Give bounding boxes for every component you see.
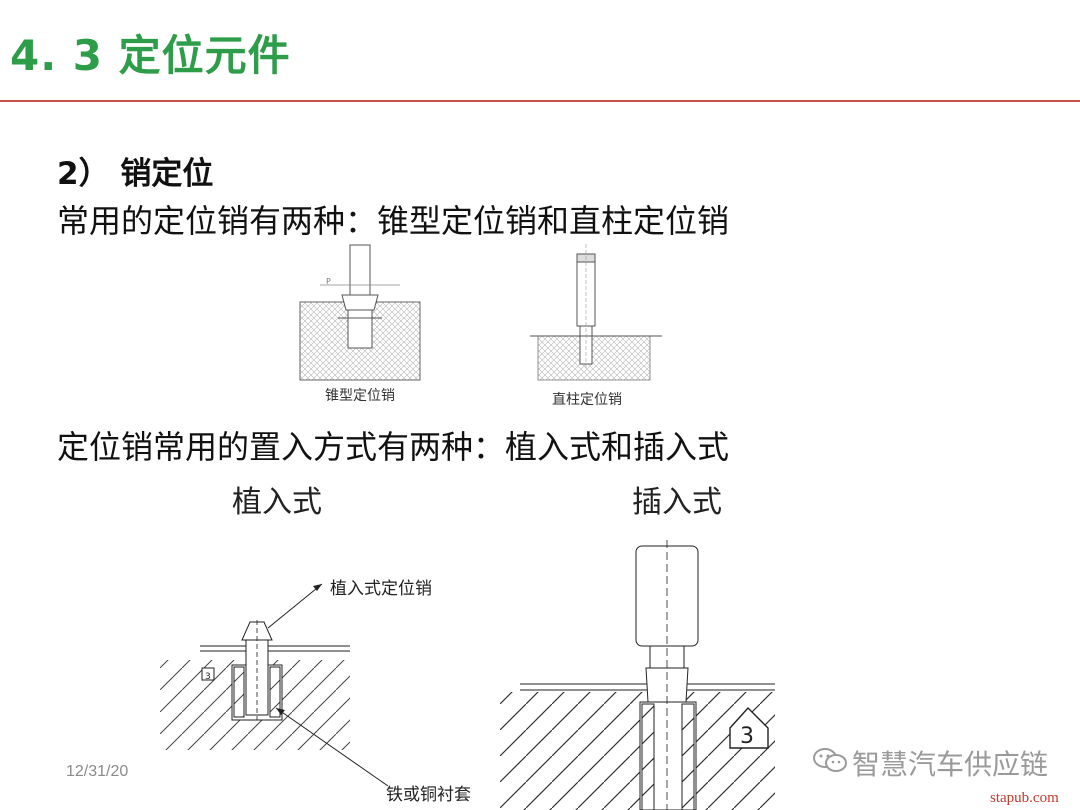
straight-pin-caption: 直柱定位销: [552, 391, 622, 408]
insert-plate: [500, 540, 775, 810]
watermark-text: 智慧汽车供应链: [852, 748, 1049, 781]
slide-title: 4. 3 定位元件: [10, 31, 291, 80]
implant-title: 植入式: [232, 485, 322, 520]
large-mark: 3: [740, 724, 754, 749]
insert-title: 插入式: [632, 485, 722, 520]
pin-types-diagram: P 锥型定位销 直柱定位销: [299, 244, 662, 408]
title-divider: [0, 100, 1080, 102]
wechat-icon: [812, 746, 848, 781]
body-text-mount-methods: 定位销常用的置入方式有两种：植入式和插入式: [57, 428, 730, 466]
small-mark: 3: [205, 672, 211, 682]
svg-text:P: P: [326, 277, 331, 286]
implant-diagram: 植入式 3 植入式定位销 铁或铜衬套: [160, 485, 471, 805]
cone-pin-caption: 锥型定位销: [325, 388, 395, 404]
body-text-pin-types: 常用的定位销有两种：锥型定位销和直柱定位销: [57, 202, 730, 240]
site-link[interactable]: stapub.com: [990, 790, 1059, 806]
cone-pin-figure: P: [299, 244, 421, 381]
implant-pin-label: 植入式定位销: [330, 579, 432, 599]
implant-plate: [160, 620, 350, 750]
slide-date: 12/31/20: [66, 763, 129, 780]
watermark: 智慧汽车供应链: [812, 743, 1048, 783]
insert-diagram: 插入式 3: [500, 485, 775, 810]
straight-pin-figure: [530, 244, 662, 381]
section-subtitle: 2） 销定位: [57, 156, 214, 192]
implant-sleeve-label: 铁或铜衬套: [386, 785, 471, 805]
